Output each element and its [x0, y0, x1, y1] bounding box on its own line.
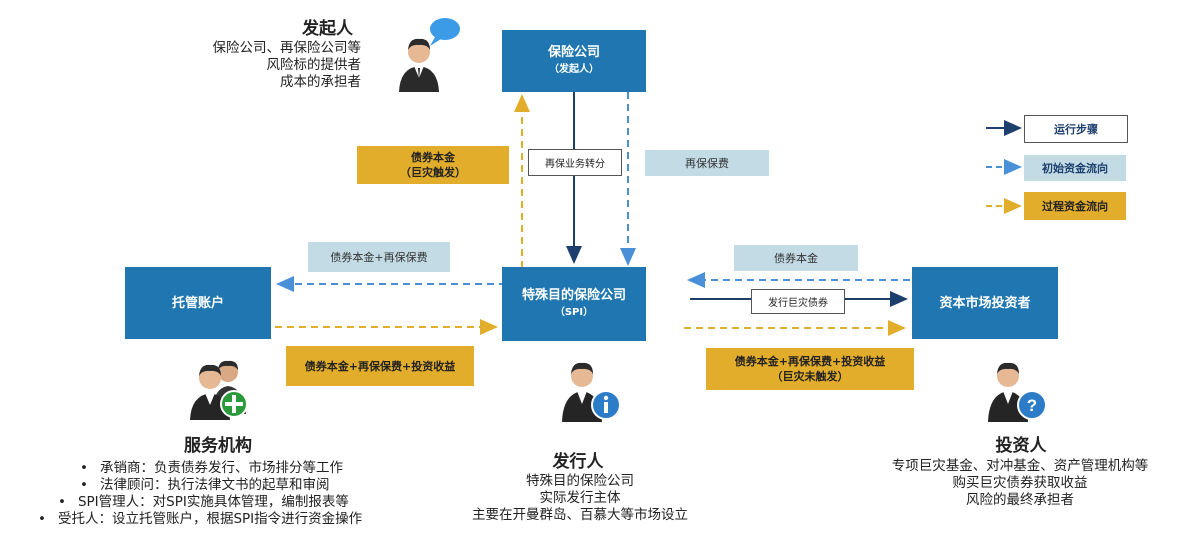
initiator-title: 发起人: [302, 19, 353, 39]
service-item-text: 法律顾问：执行法律文书的起草和审阅: [99, 477, 330, 493]
person-question-icon: ?: [986, 356, 1048, 422]
service-item: •法律顾问：执行法律文书的起草和审阅: [80, 477, 330, 493]
initiator-description: 保险公司、再保险公司等 风险标的提供者 成本的承担者: [213, 40, 362, 91]
service-item: •受托人：设立托管账户，根据SPI指令进行资金操作: [38, 511, 363, 527]
spi-box-sublabel: （SPI）: [554, 307, 594, 318]
issuer-line: 特殊目的保险公司: [526, 473, 634, 489]
spi-box-label: 特殊目的保险公司: [521, 288, 626, 303]
service-item-text: 承销商：负责债券发行、市场排分等工作: [99, 460, 343, 476]
insurer-box-sublabel: （发起人）: [549, 64, 599, 75]
service-item: •SPI管理人：对SPI实施具体管理，编制报表等: [58, 494, 349, 510]
person-group-plus-icon: [188, 354, 252, 420]
flow-label-custody-return: 债券本金+再保保费+投资收益: [286, 346, 474, 386]
service-item-text: 受托人：设立托管账户，根据SPI指令进行资金操作: [57, 511, 363, 527]
investor-title: 投资人: [995, 436, 1047, 456]
investor-description: 专项巨灾基金、对冲基金、资产管理机构等 购买巨灾债券获取收益 风险的最终承担者: [850, 458, 1190, 509]
insurer-box: 保险公司 （发起人）: [502, 30, 646, 92]
service-item: •承销商：负责债券发行、市场排分等工作: [80, 460, 343, 476]
service-title: 服务机构: [184, 436, 252, 456]
flow-label-reinsurance-premium: 再保保费: [645, 150, 769, 176]
flow-label-principal-plus-premium: 债券本金+再保保费: [308, 242, 450, 272]
initiator-line: 风险标的提供者: [266, 57, 362, 73]
custody-account-box: 托管账户: [125, 267, 271, 339]
service-item-text: SPI管理人：对SPI实施具体管理，编制报表等: [77, 494, 349, 510]
flow-label-text: （巨灾触发）: [400, 166, 466, 179]
investor-line: 购买巨灾债券获取收益: [952, 475, 1088, 491]
insurer-box-label: 保险公司: [547, 45, 600, 60]
service-list: •承销商：负责债券发行、市场排分等工作 •法律顾问：执行法律文书的起草和审阅 •…: [28, 460, 448, 528]
person-speech-icon: [397, 14, 463, 92]
legend-process-flow: 过程资金流向: [1024, 192, 1126, 220]
flow-label-text: 债券本金: [411, 151, 455, 164]
investor-line: 风险的最终承担者: [966, 492, 1074, 508]
svg-text:?: ?: [1027, 396, 1037, 415]
flow-label-bond-principal-trigger: 债券本金 （巨灾触发）: [357, 146, 509, 184]
spi-box: 特殊目的保险公司 （SPI）: [502, 267, 646, 341]
investor-line: 专项巨灾基金、对冲基金、资产管理机构等: [891, 458, 1149, 474]
issuer-line: 实际发行主体: [539, 490, 621, 506]
flow-label-text: 债券本金+再保保费+投资收益: [734, 355, 886, 368]
flow-label-reinsurance-transfer: 再保业务转分: [528, 149, 622, 176]
initiator-line: 成本的承担者: [280, 74, 361, 90]
initiator-line: 保险公司、再保险公司等: [212, 40, 362, 56]
issuer-description: 特殊目的保险公司 实际发行主体 主要在开曼群岛、百慕大等市场设立: [410, 473, 750, 524]
flow-label-investor-return: 债券本金+再保保费+投资收益 （巨灾未触发）: [706, 348, 914, 390]
flow-label-bond-principal: 债券本金: [734, 245, 858, 271]
flow-label-issue-cat-bond: 发行巨灾债券: [751, 289, 845, 314]
issuer-title: 发行人: [552, 452, 604, 472]
legend-steps: 运行步骤: [1024, 115, 1128, 143]
person-info-icon: [560, 356, 622, 422]
legend-initial-flow: 初始资金流向: [1024, 155, 1126, 181]
flow-label-text: （巨灾未触发）: [771, 370, 849, 383]
issuer-line: 主要在开曼群岛、百慕大等市场设立: [472, 507, 688, 523]
capital-market-investor-box: 资本市场投资者: [912, 267, 1058, 339]
